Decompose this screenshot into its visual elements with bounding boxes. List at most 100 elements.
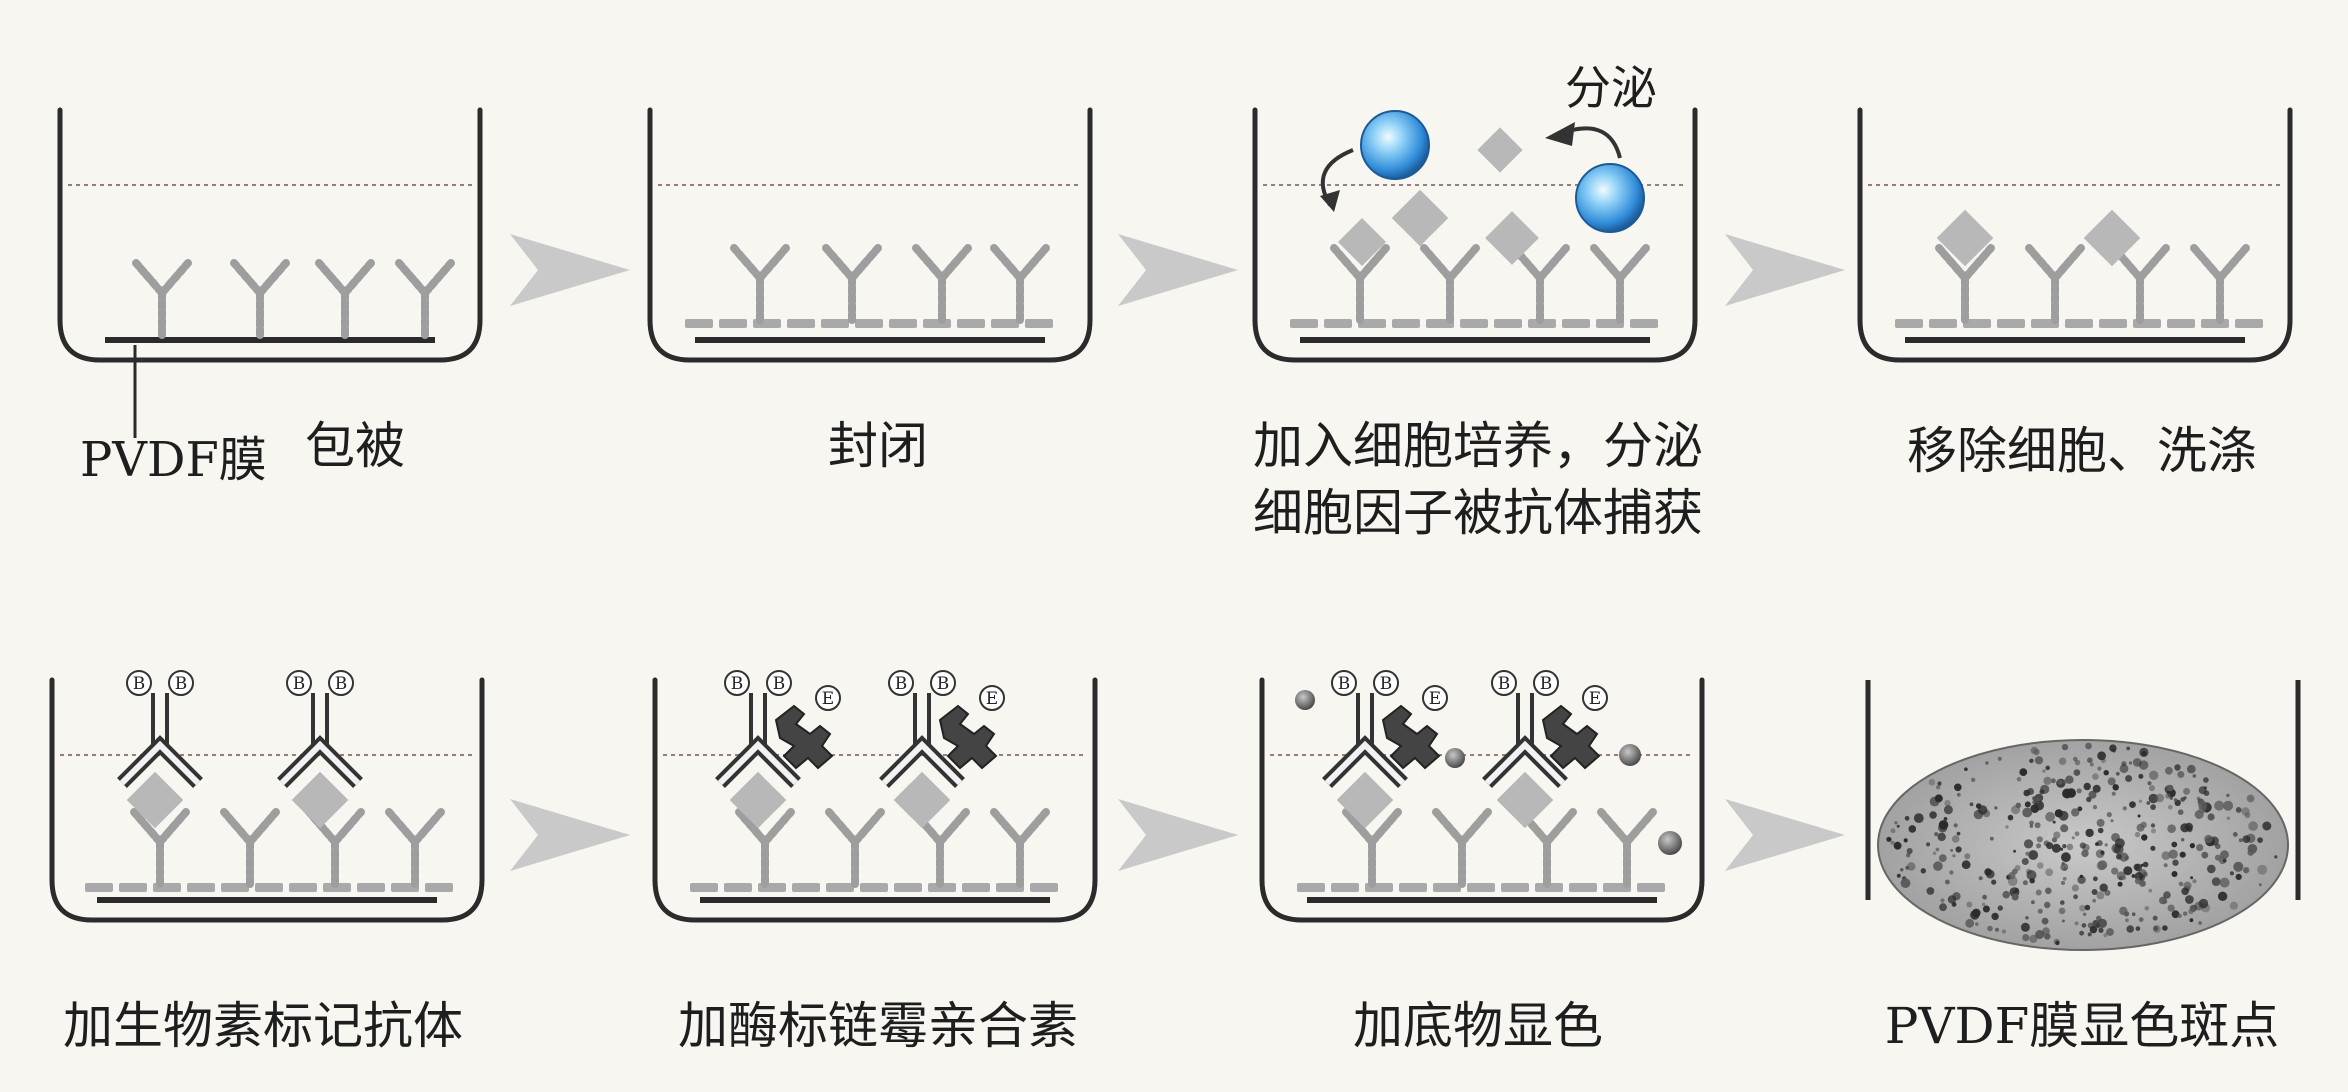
spot	[2235, 807, 2242, 813]
well-wall	[652, 677, 1098, 923]
spot	[2203, 777, 2209, 783]
well-wall	[647, 107, 1093, 363]
spot	[2219, 877, 2230, 888]
spot	[2044, 901, 2051, 909]
spot	[2011, 805, 2021, 815]
spot	[2002, 890, 2010, 899]
spot	[2029, 824, 2034, 828]
spot	[1984, 868, 1992, 876]
spot	[2057, 779, 2063, 785]
spot	[2167, 824, 2176, 833]
substrate-precipitate	[1295, 690, 1315, 710]
capture-antibody-shape	[825, 808, 885, 888]
spot	[1981, 902, 1986, 907]
blocking-segment	[787, 319, 815, 328]
capture-antibody	[315, 259, 375, 339]
spot	[2241, 807, 2250, 816]
streptavidin-shape	[1381, 704, 1441, 770]
capture-antibody	[735, 808, 795, 888]
biotin-icon	[286, 670, 312, 696]
blocking-segment	[1562, 319, 1590, 328]
spot	[2139, 747, 2149, 758]
spot	[2083, 782, 2091, 791]
flow-arrow-5	[1118, 799, 1238, 871]
spot	[2092, 784, 2101, 793]
capture-antibody-shape	[2190, 244, 2250, 324]
spot	[2092, 920, 2099, 927]
well-wall	[57, 107, 483, 363]
spot	[2126, 925, 2134, 933]
spot	[2229, 901, 2238, 910]
blocking-segment	[957, 319, 985, 328]
spot	[2035, 889, 2042, 896]
caption-add-biotin-antibody: 加生物素标记抗体	[63, 997, 463, 1055]
spot	[2134, 877, 2142, 885]
spot	[2149, 785, 2155, 792]
spot	[1906, 848, 1913, 854]
spot	[2226, 816, 2231, 820]
biotin-label: B	[1498, 674, 1511, 694]
blocking-protein	[1895, 319, 2263, 328]
spot	[1987, 925, 1993, 932]
blocking-segment	[1569, 883, 1597, 892]
spot	[2087, 922, 2094, 929]
secretion-arrowhead	[1545, 122, 1575, 146]
spot	[2177, 771, 2185, 778]
spot	[1982, 894, 1987, 900]
spot	[2052, 820, 2056, 824]
biotin-label: B	[293, 674, 306, 694]
spot	[2141, 834, 2148, 841]
capture-antibody	[1432, 808, 1492, 888]
spot	[2169, 796, 2173, 800]
spot	[2061, 919, 2065, 923]
spot	[2022, 807, 2033, 818]
enzyme-icon	[979, 685, 1005, 711]
spot	[1945, 879, 1950, 885]
capture-antibody-shape	[132, 259, 192, 339]
spot	[1985, 761, 1989, 765]
blocking-segment	[923, 319, 951, 328]
spot	[1944, 799, 1951, 807]
caption-cell-culture-line-1: 加入细胞培养，分泌	[1253, 417, 1703, 475]
spot	[1966, 901, 1973, 908]
spot	[2060, 824, 2069, 833]
spot	[2222, 858, 2227, 863]
spot	[2097, 751, 2107, 761]
capture-antibody-shape	[385, 808, 445, 888]
spot	[2257, 864, 2268, 875]
spot	[2198, 921, 2202, 925]
spot	[2198, 898, 2209, 909]
spot	[2140, 821, 2147, 828]
well-4	[1857, 107, 2293, 363]
well-1	[57, 107, 483, 363]
blocking-protein	[1290, 319, 1658, 328]
detection-antibody-fill	[881, 740, 963, 786]
secretion-arrowhead	[1320, 190, 1340, 212]
spot	[2007, 814, 2014, 821]
blocking-segment	[1963, 319, 1991, 328]
pvdf-membrane-label: PVDF膜	[80, 432, 267, 488]
streptavidin-shape	[938, 704, 998, 770]
spot	[2061, 881, 2065, 885]
blocking-segment	[1997, 319, 2025, 328]
spot	[2258, 883, 2262, 887]
capture-antibody-shape	[1597, 808, 1657, 888]
caption-cell-culture-line-2: 细胞因子被抗体捕获	[1253, 484, 1703, 542]
detection-antibody-fill	[119, 740, 201, 786]
spot	[2099, 883, 2108, 892]
spot	[2045, 887, 2052, 895]
biotin-icon	[328, 670, 354, 696]
spot	[2171, 910, 2180, 919]
spot	[2189, 918, 2194, 923]
spot	[1920, 868, 1927, 874]
spot	[2097, 766, 2102, 771]
blocking-segment	[1030, 883, 1058, 892]
spot	[2247, 849, 2254, 856]
capture-antibody	[822, 244, 882, 324]
spot	[2086, 796, 2092, 803]
blocking-segment	[690, 883, 718, 892]
blocking-segment	[889, 319, 917, 328]
spot	[2139, 760, 2149, 770]
